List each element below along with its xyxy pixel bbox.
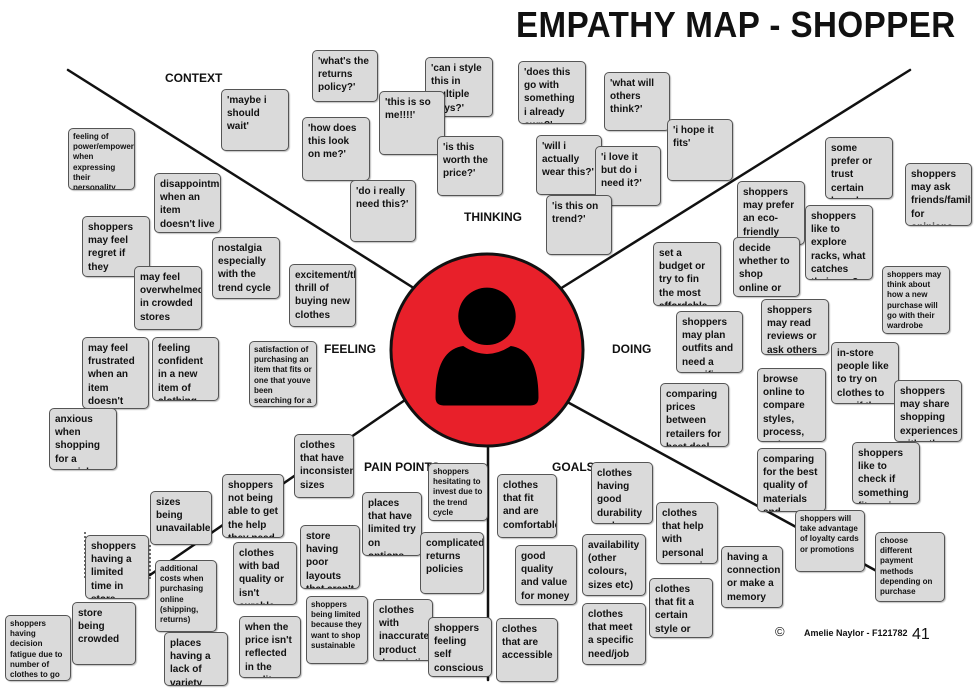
- quadrant-label-thinking: THINKING: [464, 210, 522, 224]
- sticky-note: 'maybe i should wait': [221, 89, 289, 151]
- sticky-note: sizes being unavailable: [150, 491, 212, 545]
- sticky-note: 'is this worth the price?': [437, 136, 503, 196]
- user-silhouette-icon: [435, 287, 539, 406]
- sticky-note: may feel frustrated when an item doesn't…: [82, 337, 149, 409]
- sticky-note: shoppers may feel regret if they overspe…: [82, 216, 150, 277]
- sticky-note: disappointment when an item doesn't live…: [154, 173, 221, 233]
- quadrant-label-pain-points: PAIN POINTS: [364, 460, 440, 474]
- quadrant-label-doing: DOING: [612, 342, 652, 356]
- sticky-note: shoppers may prefer an eco-friendly choi…: [737, 181, 805, 245]
- sticky-note: shoppers having a limited time in store: [85, 535, 149, 599]
- copyright-icon: ©: [775, 624, 785, 639]
- sticky-note: shoppers being limited because they want…: [306, 596, 368, 664]
- sticky-note: shoppers will take advantage of loyalty …: [795, 510, 865, 572]
- sticky-note: store being crowded: [72, 602, 136, 665]
- quadrant-label-feeling: FEELING: [324, 342, 377, 356]
- page-number: 41: [912, 626, 930, 643]
- sticky-note: some prefer or trust certain brands: [825, 137, 893, 199]
- sticky-note: browse online to compare styles, process…: [757, 368, 826, 442]
- sticky-note: 'does this go with something i already o…: [518, 61, 586, 124]
- sticky-note: shoppers hesitating to invest due to the…: [428, 463, 488, 521]
- sticky-note: having a connection or make a memory: [721, 546, 783, 608]
- sticky-note: shoppers may ask friends/family for opin…: [905, 163, 972, 226]
- sticky-note: 'how does this look on me?': [302, 117, 370, 181]
- sticky-note: feeling of power/empowered when expressi…: [68, 128, 135, 190]
- sticky-note: 'do i really need this?': [350, 180, 416, 242]
- sticky-note: clothes that fit and are comfortable: [497, 474, 557, 538]
- sticky-note: 'i love it but do i need it?': [595, 146, 661, 206]
- sticky-note: clothes with bad quality or isn't curabl…: [233, 542, 297, 605]
- sticky-note: clothes that fit a certain style or tren…: [649, 578, 713, 638]
- sticky-note: may feel overwhelmed in crowded stores: [134, 266, 202, 330]
- sticky-note: excitement/the thrill of buying new clot…: [289, 264, 356, 327]
- sticky-note: shoppers may read reviews or ask others: [761, 299, 829, 355]
- quadrant-label-context: CONTEXT: [165, 71, 223, 85]
- sticky-note: 'what's the returns policy?': [312, 50, 378, 102]
- page-title: EMPATHY MAP - SHOPPER: [516, 4, 956, 45]
- sticky-note: shoppers like to check if something fits…: [852, 442, 920, 504]
- sticky-note: places that have limited try on options: [362, 492, 422, 556]
- sticky-note: comparing prices between retailers for b…: [660, 383, 729, 447]
- sticky-note: shoppers like to explore racks, what cat…: [805, 205, 873, 280]
- sticky-note: feeling confident in a new item of cloth…: [152, 337, 219, 401]
- sticky-note: 'this is so me!!!!': [379, 91, 445, 155]
- persona-avatar: [389, 252, 585, 448]
- sticky-note: availability (other colours, sizes etc): [582, 534, 646, 596]
- sticky-note: decide whether to shop online or in-stor…: [733, 237, 800, 297]
- sticky-note: good quality and value for money: [515, 545, 577, 605]
- sticky-note: clothes that have inconsistent sizes: [294, 434, 354, 498]
- sticky-note: clothes that are accessible: [496, 618, 558, 682]
- quadrant-label-goals: GOALS: [552, 460, 595, 474]
- sticky-note: places having a lack of variety: [164, 632, 228, 686]
- sticky-note: set a budget or try to fin the most affo…: [653, 242, 721, 306]
- sticky-note: clothes that help with personal expressi…: [656, 502, 718, 564]
- sticky-note: clothes that meet a specific need/job: [582, 603, 646, 665]
- sticky-note: when the price isn't reflected in the qu…: [239, 616, 301, 678]
- sticky-note: comparing for the best quality of materi…: [757, 448, 826, 512]
- divider-line-thinking-doing: [553, 68, 912, 294]
- sticky-note: additional costs when purchasing online …: [155, 560, 217, 632]
- sticky-note: clothes having good durability and longe…: [591, 462, 653, 524]
- sticky-note: shoppers not being able to get the help …: [222, 474, 284, 538]
- sticky-note: satisfaction of purchasing an item that …: [249, 341, 317, 407]
- author-credit: Amelie Naylor - F121782: [804, 628, 908, 638]
- sticky-note: nostalgia especially with the trend cycl…: [212, 237, 280, 299]
- sticky-note: choose different payment methods dependi…: [875, 532, 945, 602]
- sticky-note: 'i hope it fits': [667, 119, 733, 181]
- sticky-note: shoppers feeling self conscious in cloth…: [428, 617, 492, 677]
- sticky-note: complicated returns policies: [420, 532, 484, 594]
- sticky-note: shoppers may share shopping experiences …: [894, 380, 962, 442]
- divider-line-context-feeling: [66, 68, 422, 294]
- sticky-note: 'what will others think?': [604, 72, 670, 131]
- sticky-note: shoppers may plan outfits and need a spe…: [676, 311, 743, 373]
- persona-circle: [389, 252, 585, 448]
- sticky-note: 'will i actually wear this?': [536, 135, 602, 195]
- sticky-note: shoppers may think about how a new purch…: [882, 266, 950, 334]
- sticky-note: shoppers having decision fatigue due to …: [5, 615, 71, 681]
- sticky-note: store having poor layouts that aren't us…: [300, 525, 360, 589]
- sticky-note: 'is this on trend?': [546, 195, 612, 255]
- sticky-note: anxious when shopping for a special even…: [49, 408, 117, 470]
- sticky-note: in-store people like to try on clothes t…: [831, 342, 899, 404]
- sticky-note: clothes with inaccurate product descript…: [373, 599, 433, 661]
